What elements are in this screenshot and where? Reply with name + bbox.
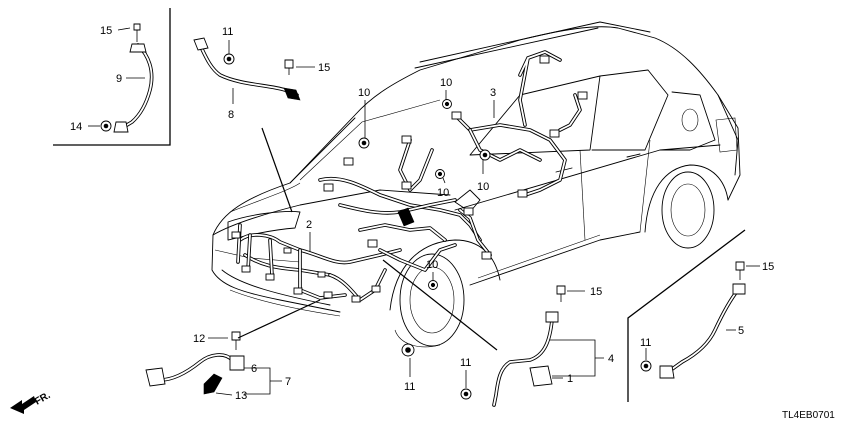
- callout-1: 1: [567, 373, 573, 385]
- callout-15: 15: [318, 62, 330, 74]
- cable-8: [193, 37, 301, 101]
- callout-15: 15: [100, 25, 112, 37]
- car-body: [211, 21, 741, 348]
- callout-6: 6: [251, 363, 257, 375]
- diagram-code: TL4EB0701: [782, 410, 835, 421]
- callout-2: 2: [306, 219, 312, 231]
- inset-bottom-right: [627, 229, 746, 402]
- callout-13: 13: [235, 390, 247, 402]
- callout-5: 5: [738, 325, 744, 337]
- callout-3: 3: [490, 87, 496, 99]
- callout-11: 11: [222, 26, 233, 38]
- callout-11: 11: [640, 337, 651, 349]
- callout-11: 11: [404, 381, 415, 393]
- front-direction-arrow: FR.: [10, 390, 53, 414]
- body-fasteners: [358, 99, 491, 290]
- callout-15: 15: [762, 261, 774, 273]
- callout-10: 10: [477, 181, 489, 193]
- callout-4: 4: [608, 353, 614, 365]
- callout-labels: 15 9 14 11 15 8 10 10 3 10 10 2 10 12 6 …: [70, 25, 774, 402]
- callout-15: 15: [590, 286, 602, 298]
- callout-10: 10: [358, 87, 370, 99]
- cabin-harness: [318, 50, 588, 272]
- callout-10: 10: [426, 259, 438, 271]
- leader-lines: [88, 27, 760, 396]
- callout-8: 8: [228, 109, 234, 121]
- callout-7: 7: [285, 376, 291, 388]
- cable-7-assembly: [145, 331, 245, 395]
- main-harness: [231, 223, 402, 303]
- fr-label: FR.: [33, 390, 53, 408]
- callout-9: 9: [116, 73, 122, 85]
- cable-4-assembly: [401, 285, 566, 407]
- callout-11: 11: [460, 357, 471, 369]
- callout-14: 14: [70, 121, 82, 133]
- callout-10: 10: [440, 77, 452, 89]
- callout-12: 12: [193, 333, 205, 345]
- callout-10: 10: [437, 187, 449, 199]
- inset-top-left: [53, 8, 171, 146]
